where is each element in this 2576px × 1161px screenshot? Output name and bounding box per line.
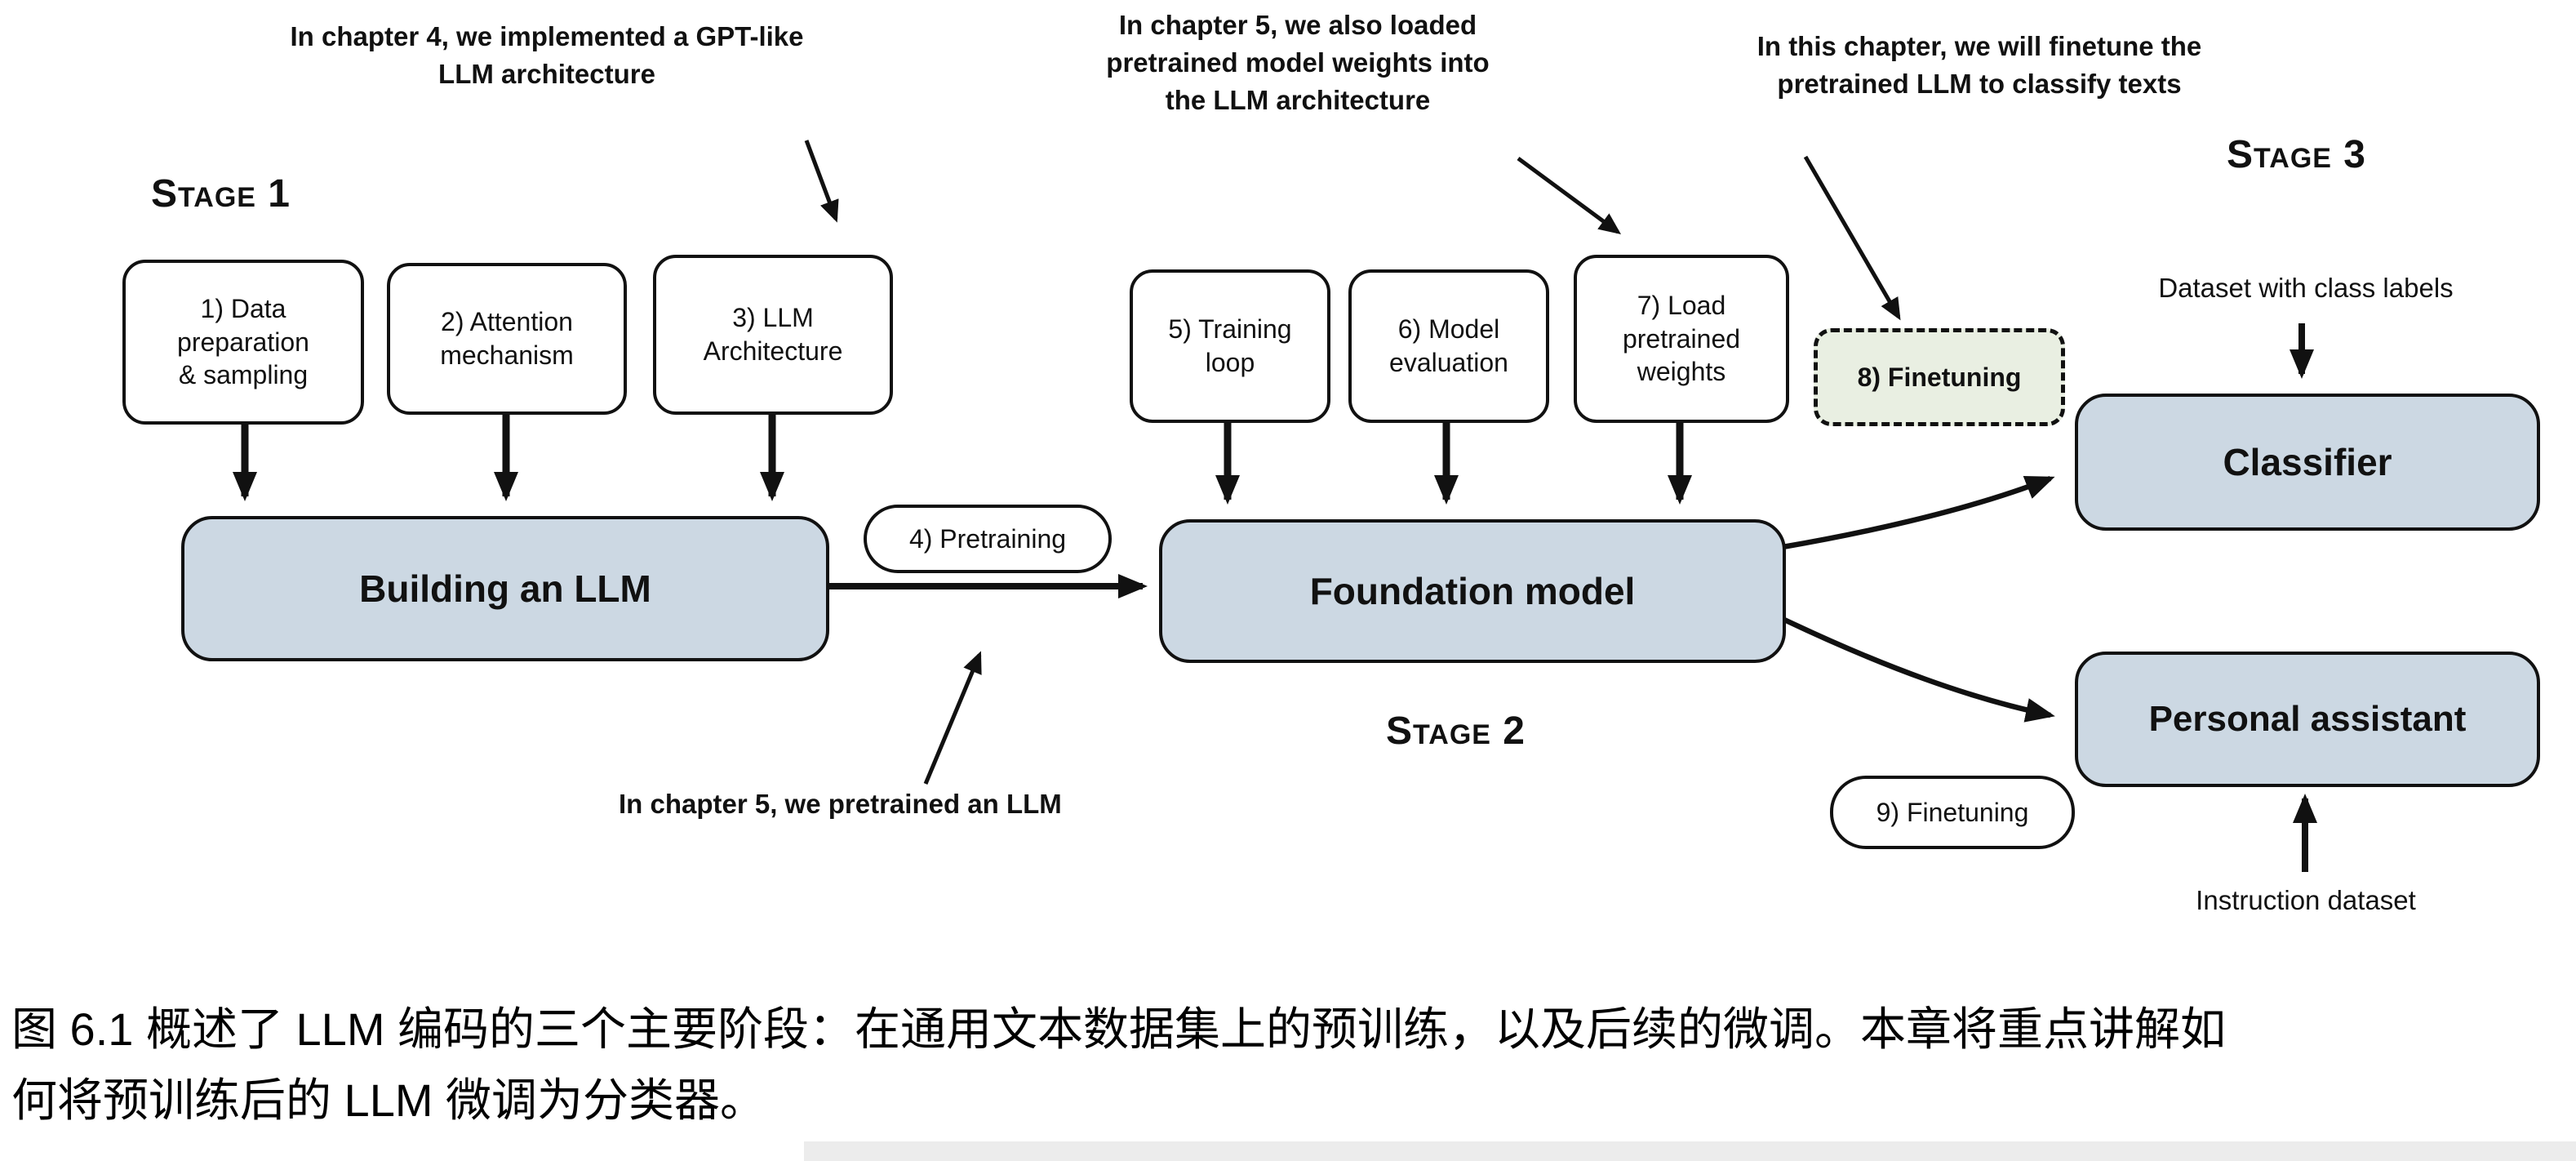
curve-foundation-to-assistant [1781, 616, 2055, 723]
stage-1-label: Stage 1 [151, 172, 291, 216]
annotation-chapter5-pretrained: In chapter 5, we pretrained an LLM [619, 789, 1062, 819]
arrow-anno-ch4 [804, 140, 839, 223]
step-box-training-loop: 5) Training loop [1130, 269, 1330, 423]
annotation-line: LLM architecture [438, 59, 655, 90]
curve-foundation-to-classifier [1782, 475, 2055, 550]
annotation-line: In chapter 5, we also loaded [1118, 10, 1477, 40]
arrow-anno-this-chapter [1803, 155, 1901, 321]
foundation-model-box: Foundation model [1159, 519, 1786, 663]
cropped-bottom-band [804, 1141, 2576, 1161]
finetuning-9-pill: 9) Finetuning [1830, 776, 2075, 849]
arrow-anno-ch5-pretrained [923, 651, 982, 785]
dataset-class-labels-label: Dataset with class labels [2158, 273, 2454, 303]
annotation-line: pretrained model weights into [1106, 47, 1490, 78]
annotation-chapter5-weights: In chapter 5, we also loaded pretrained … [1024, 7, 1571, 120]
step-box-model-evaluation: 6) Model evaluation [1348, 269, 1549, 423]
step-box-load-pretrained-weights: 7) Load pretrained weights [1574, 255, 1789, 423]
building-an-llm-box: Building an LLM [181, 516, 829, 661]
annotation-line: In this chapter, we will finetune the [1757, 31, 2202, 61]
caption-line-1: 图 6.1 概述了 LLM 编码的三个主要阶段：在通用文本数据集上的预训练，以及… [11, 1003, 2227, 1055]
annotation-line: In chapter 4, we implemented a GPT-like [290, 21, 804, 51]
step-box-llm-architecture: 3) LLM Architecture [653, 255, 893, 415]
stage-2-label: Stage 2 [1386, 710, 1526, 753]
classifier-box: Classifier [2075, 394, 2540, 531]
personal-assistant-box: Personal assistant [2075, 652, 2540, 787]
stage-3-label: Stage 3 [2227, 133, 2366, 176]
annotation-line: the LLM architecture [1165, 85, 1431, 116]
pretraining-pill: 4) Pretraining [864, 505, 1112, 573]
step-box-data-preparation: 1) Data preparation & sampling [122, 260, 364, 425]
annotation-this-chapter: In this chapter, we will finetune the pr… [1694, 28, 2265, 103]
instruction-dataset-label: Instruction dataset [2196, 885, 2416, 915]
figure-caption: 图 6.1 概述了 LLM 编码的三个主要阶段：在通用文本数据集上的预训练，以及… [11, 994, 2571, 1137]
step-box-attention-mechanism: 2) Attention mechanism [387, 263, 627, 415]
caption-line-2: 何将预训练后的 LLM 微调为分类器。 [11, 1074, 766, 1126]
finetuning-8-box: 8) Finetuning [1814, 328, 2065, 426]
annotation-line: pretrained LLM to classify texts [1777, 69, 2182, 100]
arrow-anno-ch5-weights [1517, 156, 1622, 234]
annotation-chapter4: In chapter 4, we implemented a GPT-like … [269, 18, 824, 93]
